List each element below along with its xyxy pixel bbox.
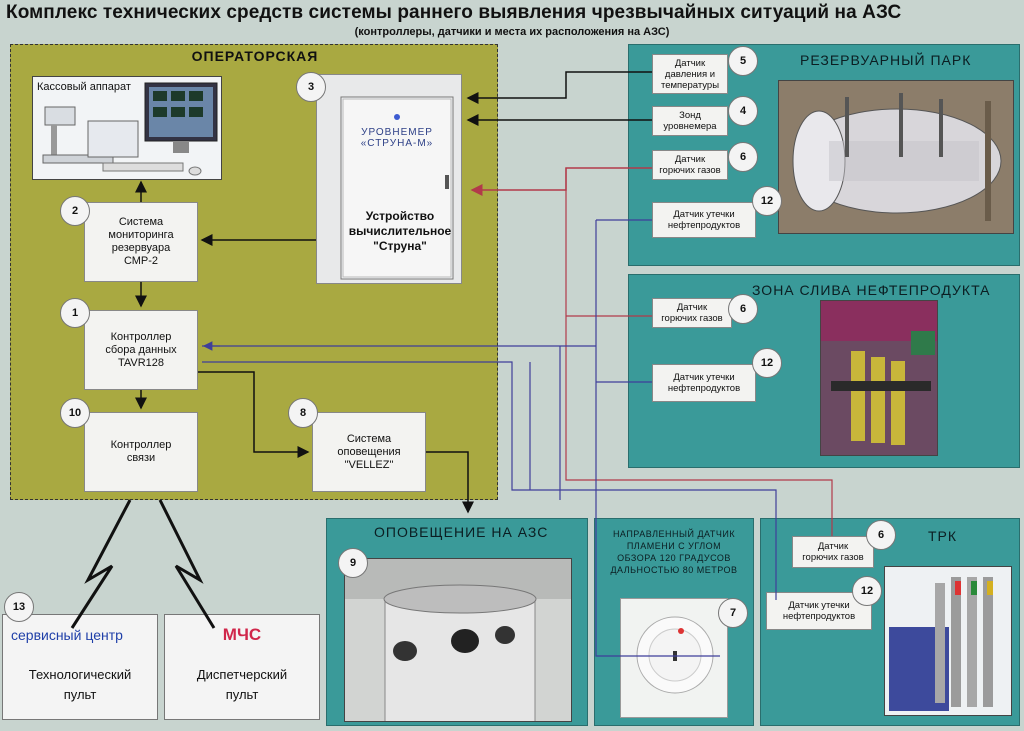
drain-zone-title: ЗОНА СЛИВА НЕФТЕПРОДУКТА (752, 282, 991, 298)
tank-sensor-level-probe: Зонд уровнемера (652, 106, 728, 136)
badge-7: 7 (718, 598, 748, 628)
badge-12-tank: 12 (752, 186, 782, 216)
badge-3: 3 (296, 72, 326, 102)
flame-label: НАПРАВЛЕННЫЙ ДАТЧИК ПЛАМЕНИ С УГЛОМ ОБЗО… (610, 529, 738, 575)
alert-photo (344, 558, 572, 722)
trk-title: ТРК (928, 528, 958, 544)
drain-photo (820, 300, 938, 456)
tank-sensor-pressure: Датчик давления и температуры (652, 54, 728, 94)
tavr-controller-block: Контроллер сбора данных TAVR128 (84, 310, 198, 390)
mchs-box: МЧС Диспетчерский пульт (164, 614, 320, 720)
drain-illustration (821, 301, 937, 455)
trk-photo (884, 566, 1012, 716)
badge-4: 4 (728, 96, 758, 126)
cash-register-photo: Кассовый аппарат (32, 76, 222, 180)
service-center-name: сервисный центр (11, 627, 123, 643)
flame-sensor-illustration (621, 599, 727, 717)
badge-10: 10 (60, 398, 90, 428)
struna-device-photo: УРОВНЕМЕР «СТРУНА-М» Устройство вычислит… (316, 74, 462, 284)
struna-device-label: Устройство вычислительное "Струна" (348, 209, 452, 253)
badge-1: 1 (60, 298, 90, 328)
badge-12-trk: 12 (852, 576, 882, 606)
badge-2: 2 (60, 196, 90, 226)
operator-room-title: ОПЕРАТОРСКАЯ (191, 48, 319, 64)
mchs-console: Диспетчерский пульт (196, 667, 288, 702)
badge-6-drain: 6 (728, 294, 758, 324)
service-center-console: Технологический пульт (28, 667, 132, 702)
pump-illustration (885, 567, 1011, 715)
wire-lightning-mchs (158, 499, 216, 629)
drain-sensor-gas: Датчик горючих газов (652, 298, 732, 328)
tank-park-title: РЕЗЕРВУАРНЫЙ ПАРК (800, 52, 972, 68)
trk-sensor-leak: Датчик утечки нефтепродуктов (766, 592, 872, 630)
comm-controller-block: Контроллер связи (84, 412, 198, 492)
badge-13: 13 (4, 592, 34, 622)
vellez-alert-block: Система оповещения "VELLEZ" (312, 412, 426, 492)
drain-sensor-leak: Датчик утечки нефтепродуктов (652, 364, 756, 402)
alert-title: ОПОВЕЩЕНИЕ НА АЗС (374, 524, 549, 540)
tank-illustration (779, 81, 1013, 233)
tank-photo (778, 80, 1014, 234)
tank-sensor-gas: Датчик горючих газов (652, 150, 728, 180)
badge-12-drain: 12 (752, 348, 782, 378)
page-title: Комплекс технических средств системы ран… (6, 2, 902, 23)
badge-9: 9 (338, 548, 368, 578)
trk-sensor-gas: Датчик горючих газов (792, 536, 874, 568)
struna-panel-label: УРОВНЕМЕР «СТРУНА-М» (360, 127, 434, 149)
badge-5: 5 (728, 46, 758, 76)
page-subtitle: (контроллеры, датчики и места их располо… (354, 26, 670, 38)
badge-8: 8 (288, 398, 318, 428)
badge-6-trk: 6 (866, 520, 896, 550)
tank-sensor-leak: Датчик утечки нефтепродуктов (652, 202, 756, 238)
cash-register-label: Кассовый аппарат (37, 81, 131, 93)
badge-6-tank: 6 (728, 142, 758, 172)
cash-register-illustration (42, 82, 218, 176)
speaker-illustration (345, 559, 571, 721)
service-center-box: сервисный центр Технологический пульт (2, 614, 158, 720)
mchs-name: МЧС (222, 625, 262, 644)
wire-lightning-service (70, 499, 132, 629)
flame-photo (620, 598, 728, 718)
wire-gas-red (470, 167, 652, 196)
smr-monitoring-block: Система мониторинга резервуара СМР-2 (84, 202, 198, 282)
